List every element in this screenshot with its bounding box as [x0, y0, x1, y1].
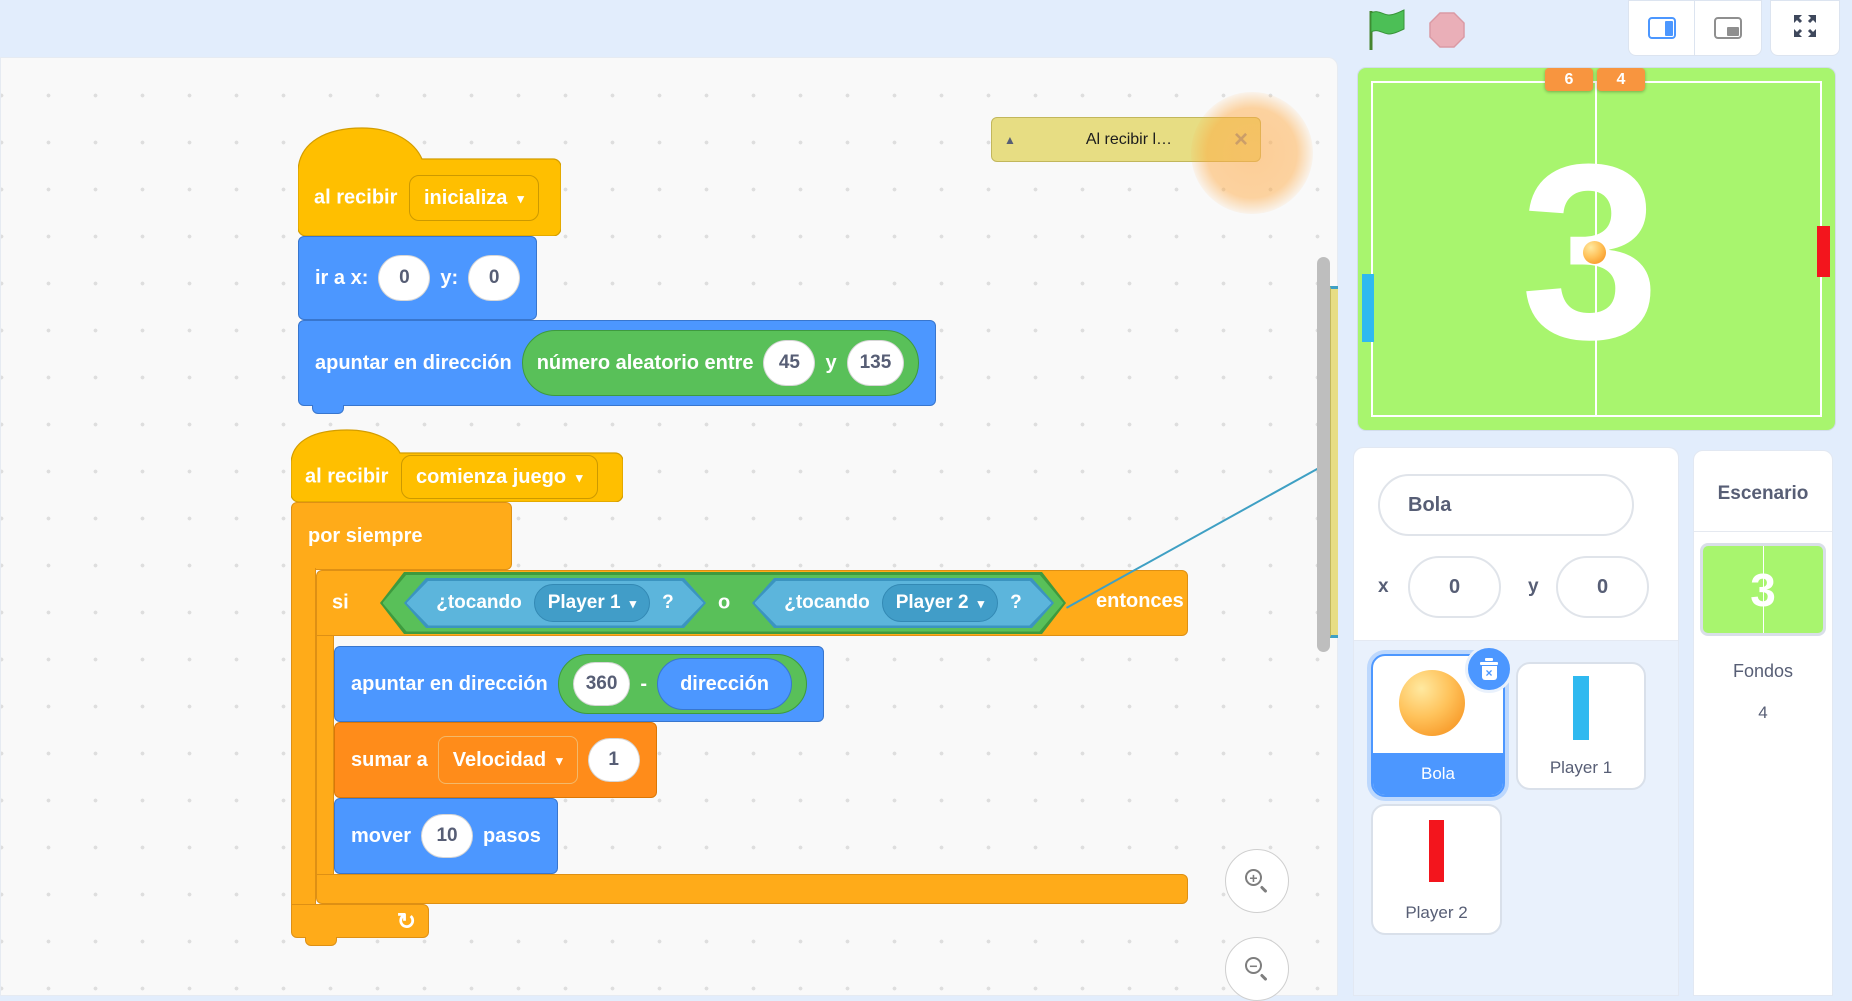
player2-thumbnail	[1429, 820, 1444, 882]
hat1-message-dropdown[interactable]: inicializa ▾	[409, 175, 539, 221]
zoom-in-icon: +	[1245, 869, 1262, 886]
y-input[interactable]: 0	[468, 255, 521, 301]
collapsed-comment[interactable]: ▲ Al recibir l… ×	[991, 117, 1261, 162]
sprite-tile-player2[interactable]: Player 2	[1371, 804, 1502, 935]
block-sumar-a-velocidad[interactable]: sumar a Velocidad ▾ 1	[334, 722, 657, 798]
sprite-x-input[interactable]: 0	[1408, 556, 1501, 618]
hat2-label: al recibir	[305, 465, 389, 488]
chevron-down-icon: ▾	[517, 190, 524, 206]
player1-paddle-sprite[interactable]	[1362, 274, 1374, 342]
sprite-tile-player1[interactable]: Player 1	[1516, 662, 1646, 790]
touching-player2-condition[interactable]: ¿tocando Player 2 ▾ ?	[752, 578, 1054, 628]
trash-icon: ×	[1480, 658, 1498, 680]
if-label: si	[332, 591, 349, 614]
minuend-input[interactable]: 360	[572, 662, 631, 706]
zoom-out-icon: −	[1245, 957, 1262, 974]
player1-thumbnail	[1573, 676, 1589, 740]
vertical-scrollbar[interactable]	[1317, 257, 1330, 652]
backdrop-panel-divider	[1694, 531, 1832, 532]
green-flag-button[interactable]	[1363, 7, 1409, 53]
if-block-bottom[interactable]	[316, 874, 1188, 904]
if-block-spine	[316, 636, 334, 876]
block-apuntar-direccion-1[interactable]: apuntar en dirección número aleatorio en…	[298, 320, 937, 406]
delete-sprite-button[interactable]: ×	[1465, 645, 1513, 693]
steps-input[interactable]: 10	[421, 814, 474, 858]
comment-close-icon[interactable]: ×	[1233, 125, 1248, 153]
random-from-input[interactable]: 45	[763, 340, 816, 386]
zoom-out-button[interactable]: −	[1225, 937, 1289, 1001]
touching1-dropdown[interactable]: Player 1 ▾	[534, 584, 650, 622]
forever-block-top[interactable]: por siempre	[291, 502, 512, 570]
direccion-reporter[interactable]: dirección	[657, 658, 793, 710]
sprite-panel: Bola x 0 y 0 Bola × Player 1 Player 2	[1353, 447, 1679, 996]
variable-dropdown[interactable]: Velocidad ▾	[437, 736, 578, 784]
block-ir-a-xy[interactable]: ir a x: 0 y: 0	[298, 236, 538, 320]
hat-block-al-recibir-inicializa[interactable]: al recibir inicializa ▾	[298, 122, 561, 236]
fullscreen-icon	[1791, 12, 1819, 45]
comment-text: Al recibir l…	[1085, 130, 1173, 148]
backdrop-panel[interactable]: Escenario 3 Fondos 4	[1693, 450, 1833, 996]
hat1-label: al recibir	[314, 186, 398, 209]
score-variable-left[interactable]: 6	[1545, 68, 1593, 91]
large-stage-button[interactable]	[1694, 0, 1762, 56]
stop-button[interactable]	[1427, 10, 1467, 50]
ball-thumbnail	[1399, 670, 1465, 736]
block-apuntar-direccion-2[interactable]: apuntar en dirección 360 - dirección	[334, 646, 825, 722]
sprite-name-input[interactable]: Bola	[1378, 474, 1634, 536]
fondos-count: 4	[1758, 703, 1768, 722]
subtract-operator[interactable]: 360 - dirección	[557, 654, 808, 714]
or-label: o	[718, 591, 731, 614]
sprite-tile-bola[interactable]: Bola	[1371, 654, 1505, 797]
loop-arrow-icon: ↻	[396, 907, 416, 934]
random-to-input[interactable]: 135	[846, 340, 905, 386]
sprite-y-input[interactable]: 0	[1556, 556, 1649, 618]
ball-sprite[interactable]	[1583, 241, 1606, 264]
x-coordinate-label: x	[1378, 576, 1389, 597]
block-mover-pasos[interactable]: mover 10 pasos	[334, 798, 558, 874]
block-notch	[312, 405, 344, 414]
zoom-in-button[interactable]: +	[1225, 849, 1289, 913]
change-amount-input[interactable]: 1	[587, 738, 640, 782]
fondos-label: Fondos	[1732, 661, 1794, 681]
comment-collapse-icon[interactable]: ▲	[1004, 132, 1016, 147]
random-number-reporter[interactable]: número aleatorio entre 45 y 135	[521, 330, 920, 396]
small-stage-button[interactable]	[1628, 0, 1695, 56]
player2-paddle-sprite[interactable]	[1817, 226, 1830, 277]
code-workspace[interactable]	[0, 57, 1338, 996]
block-notch	[305, 937, 337, 946]
then-label: entonces	[1096, 590, 1184, 612]
large-stage-icon	[1714, 17, 1742, 39]
offscreen-comment-edge[interactable]	[1330, 286, 1338, 638]
touching2-dropdown[interactable]: Player 2 ▾	[882, 584, 998, 622]
score-variable-right[interactable]: 4	[1597, 68, 1645, 91]
small-stage-icon	[1648, 17, 1676, 39]
hat2-message-dropdown[interactable]: comienza juego ▾	[401, 455, 598, 499]
stage-preview[interactable]: 3 6 4	[1358, 68, 1835, 430]
forever-block-bottom[interactable]: ↻	[291, 904, 429, 938]
backdrop-thumbnail[interactable]: 3	[1700, 543, 1826, 636]
chevron-down-icon: ▾	[576, 469, 583, 485]
hat-block-al-recibir-comienza[interactable]: al recibir comienza juego ▾	[291, 426, 623, 502]
backdrop-center-line	[1763, 546, 1764, 633]
chevron-down-icon: ▾	[556, 752, 563, 768]
chevron-down-icon: ▾	[629, 595, 637, 611]
top-bar	[0, 0, 1852, 57]
touching-player1-condition[interactable]: ¿tocando Player 1 ▾ ?	[404, 578, 706, 628]
x-input[interactable]: 0	[378, 255, 431, 301]
chevron-down-icon: ▾	[977, 595, 985, 611]
y-coordinate-label: y	[1528, 576, 1539, 597]
fullscreen-button[interactable]	[1770, 0, 1840, 56]
backdrop-panel-title: Escenario	[1717, 483, 1809, 504]
forever-block-spine	[291, 568, 316, 904]
